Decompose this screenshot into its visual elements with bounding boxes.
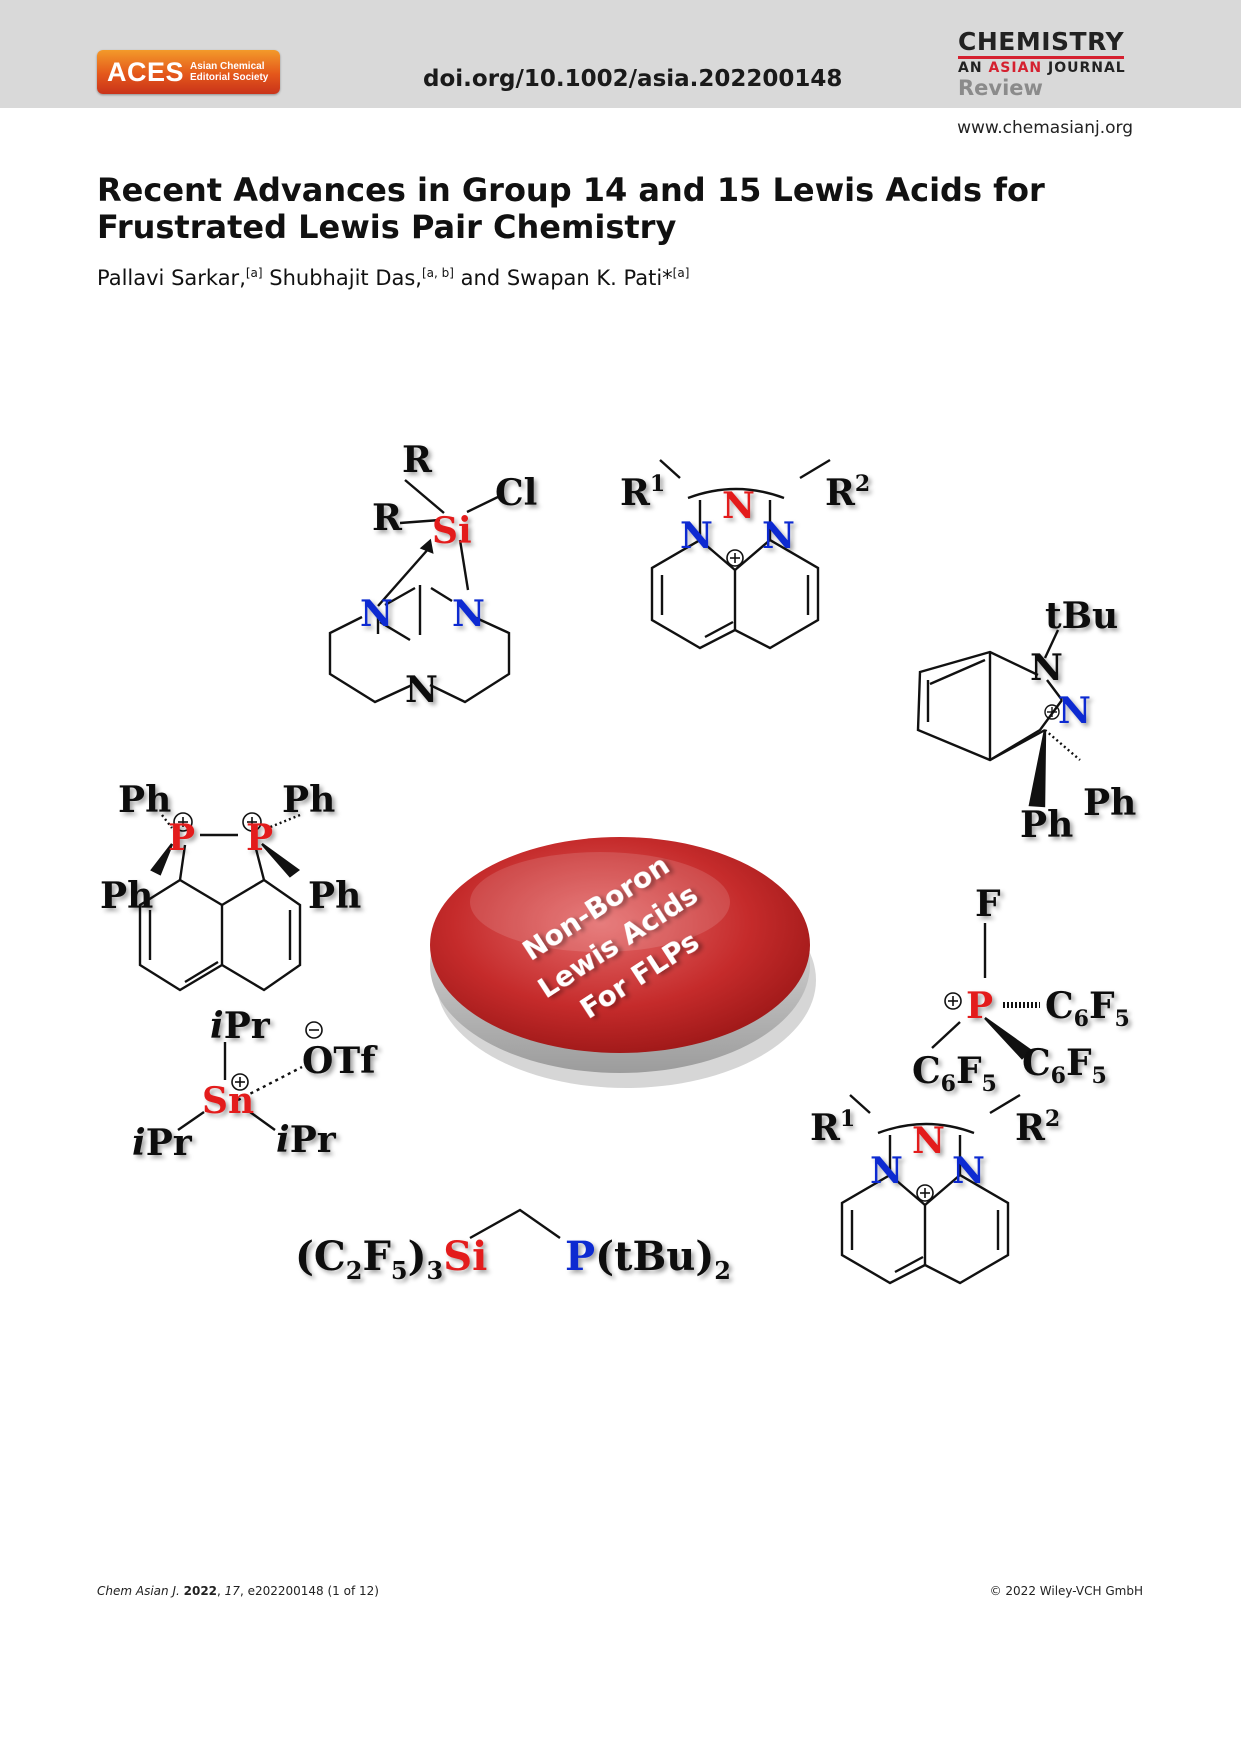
svg-text:Ph: Ph	[282, 779, 335, 821]
svg-text:R2: R2	[825, 471, 870, 514]
molecule-indazolium-labels: tBu N N Ph Ph	[1020, 595, 1136, 846]
author-name: Pallavi Sarkar,	[97, 266, 246, 290]
svg-text:R: R	[372, 497, 403, 539]
svg-text:OTf: OTf	[302, 1040, 378, 1082]
molecule-diphosphonium	[138, 812, 302, 992]
author-affiliation: [a]	[245, 266, 263, 280]
aces-logo-sub: Asian Chemical Editorial Society	[190, 61, 269, 83]
svg-text:R1: R1	[620, 471, 665, 514]
molecule-silylphosphine-labels: (C2F5)3Si P(tBu)2	[295, 1233, 731, 1285]
author-affiliation: [a, b]	[421, 266, 454, 280]
svg-text:iPr: iPr	[210, 1005, 271, 1047]
svg-text:F: F	[975, 883, 1001, 925]
svg-text:N: N	[452, 593, 485, 635]
svg-text:N: N	[360, 593, 393, 635]
molecule-stannylium-triflate	[177, 1021, 323, 1131]
svg-text:N: N	[680, 515, 713, 557]
svg-text:N: N	[1058, 690, 1091, 732]
svg-text:N: N	[762, 515, 795, 557]
graphical-abstract: R R Cl Si N N N R1 N N N R2	[100, 439, 1136, 1285]
molecule-silylphosphine	[469, 1208, 561, 1240]
molecule-indazolium	[916, 629, 1081, 808]
journal-website-link[interactable]: www.chemasianj.org	[957, 118, 1133, 138]
svg-text:Ph: Ph	[1083, 782, 1136, 824]
svg-text:P: P	[168, 817, 195, 859]
article-title: Recent Advances in Group 14 and 15 Lewis…	[97, 171, 1045, 246]
svg-text:R1: R1	[810, 1106, 855, 1149]
svg-text:tBu: tBu	[1045, 595, 1118, 637]
svg-text:iPr: iPr	[132, 1122, 193, 1164]
center-disc-button: Non-Boron Lewis Acids For FLPs	[430, 837, 816, 1088]
article-type-label: Review	[958, 76, 1043, 100]
doi-link[interactable]: doi.org/10.1002/asia.202200148	[423, 66, 843, 92]
molecule-fluorophosphonium	[931, 923, 1040, 1060]
molecule-fluorophosphonium-labels: F P C6F5 C6F5 C6F5	[912, 883, 1130, 1097]
molecule-silicon-guanidine	[328, 479, 511, 704]
copyright-footer: © 2022 Wiley-VCH GmbH	[989, 1584, 1143, 1598]
svg-text:P: P	[966, 985, 993, 1027]
svg-text:N: N	[405, 669, 438, 711]
svg-text:P: P	[246, 817, 273, 859]
citation-footer: Chem Asian J. 2022, 17, e202200148 (1 of…	[97, 1584, 379, 1598]
svg-text:C6F5: C6F5	[1022, 1042, 1107, 1089]
svg-text:C6F5: C6F5	[912, 1050, 997, 1097]
svg-text:Si: Si	[432, 510, 472, 552]
svg-text:Cl: Cl	[495, 472, 537, 514]
svg-text:R2: R2	[1015, 1106, 1060, 1149]
svg-text:N: N	[912, 1120, 945, 1162]
molecule-diphosphonium-labels: Ph Ph P P Ph Ph	[100, 779, 361, 917]
svg-text:N: N	[1030, 647, 1063, 689]
author-affiliation: [a]	[672, 266, 690, 280]
author-name: and Swapan K. Pati*	[460, 266, 673, 290]
svg-text:Ph: Ph	[118, 779, 171, 821]
molecule-triazenium-bottom-labels: R1 N N N R2	[810, 1106, 1060, 1192]
author-name: Shubhajit Das,	[269, 266, 422, 290]
svg-text:Ph: Ph	[308, 875, 361, 917]
molecule-triazenium-bottom	[840, 1093, 1021, 1285]
aces-logo-main: ACES	[107, 56, 185, 87]
aces-logo[interactable]: ACES Asian Chemical Editorial Society	[97, 50, 280, 94]
svg-text:(C2F5)3Si: (C2F5)3Si	[295, 1233, 487, 1285]
journal-logo-line1: CHEMISTRY	[958, 28, 1125, 59]
svg-text:iPr: iPr	[276, 1119, 337, 1161]
svg-text:Ph: Ph	[1020, 804, 1073, 846]
svg-text:N: N	[952, 1150, 985, 1192]
svg-text:C6F5: C6F5	[1045, 985, 1130, 1032]
journal-logo-line2: AN ASIAN JOURNAL	[958, 60, 1126, 76]
molecule-stannylium-triflate-labels: iPr OTf Sn iPr iPr	[132, 1005, 378, 1164]
journal-logo[interactable]: CHEMISTRY AN ASIAN JOURNAL Review	[958, 28, 1128, 99]
svg-text:R: R	[402, 439, 433, 481]
svg-text:N: N	[722, 485, 755, 527]
svg-text:N: N	[870, 1150, 903, 1192]
svg-text:Ph: Ph	[100, 875, 153, 917]
svg-text:P(tBu)2: P(tBu)2	[565, 1233, 731, 1285]
molecule-triazenium-top	[650, 458, 831, 650]
molecule-triazenium-top-labels: R1 N N N R2	[620, 471, 870, 557]
author-list: Pallavi Sarkar,[a] Shubhajit Das,[a, b] …	[97, 266, 689, 290]
svg-text:Sn: Sn	[202, 1080, 254, 1122]
molecule-silicon-guanidine-labels: R R Cl Si N N N	[360, 439, 537, 711]
